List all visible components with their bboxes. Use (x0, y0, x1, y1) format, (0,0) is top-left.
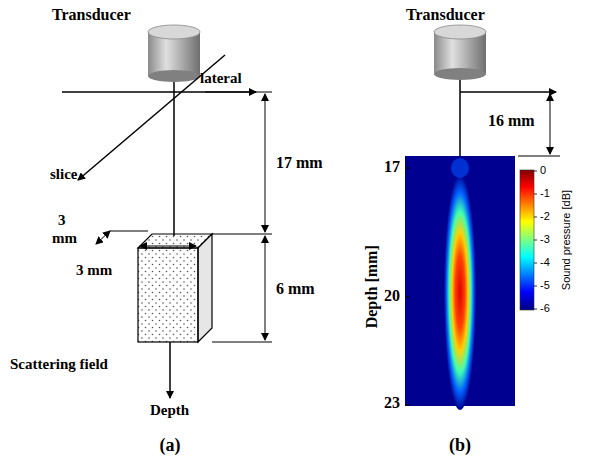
colorbar-tick: 0 (540, 164, 546, 176)
colorbar-tick: -6 (540, 302, 550, 314)
colorbar-ticks (534, 171, 537, 309)
sound-field-map (405, 156, 515, 410)
scattering-box (138, 234, 212, 342)
dimension-lines (96, 92, 272, 342)
dimension-line (518, 156, 560, 157)
panel-label: (b) (449, 436, 471, 456)
axis-label: slice (50, 166, 78, 183)
axis-label: lateral (200, 70, 242, 87)
dimension-label: 17 mm (276, 154, 323, 172)
axis-tick-label: 20 (384, 287, 400, 305)
dimension-label: mm (52, 230, 77, 247)
colorbar-tick: -2 (540, 210, 550, 222)
axis-title: Depth [mm] (363, 245, 381, 328)
axis-tick-label: 23 (384, 394, 400, 412)
axis-label: Depth (150, 402, 189, 419)
dimension-line (550, 94, 551, 154)
axis-tick-label: 17 (384, 158, 400, 176)
region-label: Scattering field (10, 356, 110, 373)
part-label: Transducer (406, 6, 485, 24)
dimension-label: 16 mm (488, 112, 535, 130)
transducer-b (434, 25, 486, 80)
colorbar-tick: -1 (540, 187, 550, 199)
dimension-label: 3 mm (76, 262, 112, 279)
panel-label: (a) (160, 436, 181, 456)
part-label: Transducer (52, 6, 131, 24)
dimension-label: 6 mm (276, 280, 315, 298)
transducer-a (148, 25, 200, 82)
lateral-axis-b (460, 91, 556, 93)
dimension-label: 3 (58, 212, 66, 229)
axis-ticks (405, 168, 410, 405)
colorbar-tick: -3 (540, 233, 550, 245)
colorbar-title: Sound pressure [dB] (560, 190, 572, 290)
depth-axis (169, 342, 171, 398)
colorbar-tick: -5 (540, 279, 550, 291)
colorbar-tick: -4 (540, 256, 550, 268)
beam-axis (173, 82, 175, 236)
colorbar (520, 170, 534, 310)
